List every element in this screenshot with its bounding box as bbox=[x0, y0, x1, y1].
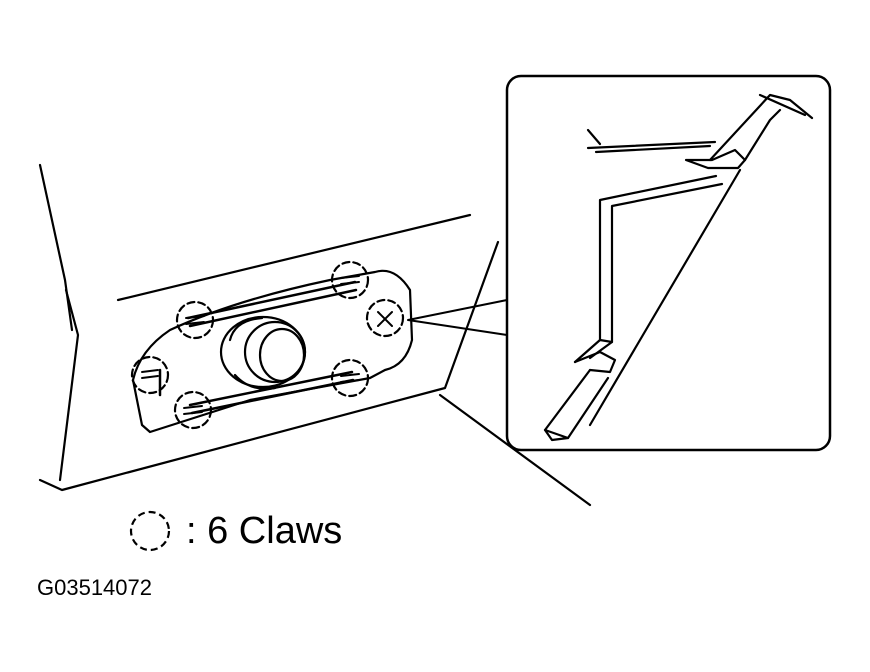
claw-marker bbox=[365, 298, 405, 338]
claw-marker bbox=[173, 390, 213, 430]
figure-code: G03514072 bbox=[37, 575, 152, 600]
claw-markers bbox=[130, 260, 405, 430]
claw-marker bbox=[130, 355, 170, 395]
claw-marker bbox=[330, 358, 370, 398]
detail-inset-contents bbox=[543, 93, 814, 442]
detail-inset-frame bbox=[505, 74, 832, 452]
claw-marker bbox=[175, 300, 215, 340]
switch-knob bbox=[219, 315, 307, 390]
claw-slots bbox=[141, 275, 393, 415]
claw-marker bbox=[330, 260, 370, 300]
callout-leader bbox=[407, 299, 508, 336]
legend: : 6 Claws bbox=[128, 506, 342, 556]
dashed-circle-icon bbox=[129, 510, 171, 552]
legend-label: : 6 Claws bbox=[186, 509, 343, 552]
switch-base-outline bbox=[131, 269, 414, 434]
